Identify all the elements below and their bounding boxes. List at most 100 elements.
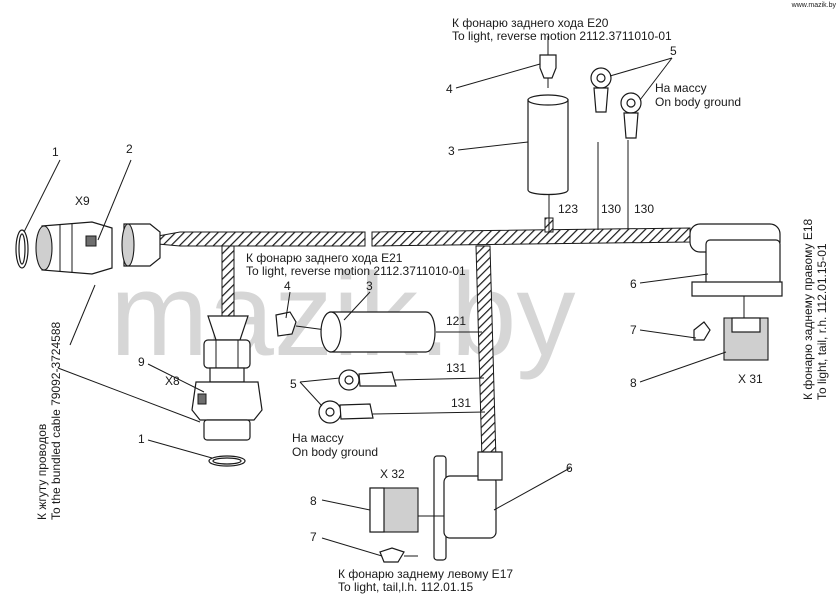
callout-1-bottom: 1 [138,432,145,446]
text-labels: К фонарю заднего хода Е20 To light, reve… [35,16,829,594]
wire-label-131a: 131 [446,361,466,375]
ring-terminal-a-crimp [593,87,609,113]
label-ground-mid-ru: На массу [292,431,344,445]
wire-label-123: 123 [558,202,578,216]
lamp-e20-parts [527,54,642,196]
callout-5-top: 5 [670,44,677,58]
callout-3-top: 3 [448,144,455,158]
sleeve-top-rim [527,94,569,106]
sleeve-mid [329,311,436,353]
leader-7-right [639,329,697,339]
leader-5-mid-a [299,377,341,383]
ring-terminal-c-hole [344,375,354,385]
leader-2-top [97,159,132,241]
callout-8-bottom: 8 [310,494,317,508]
callout-6-right: 6 [630,277,637,291]
branch-x8 [221,245,235,317]
trunk-right-segment [371,227,691,247]
leader-4-mid [285,291,291,319]
bottom-terminal [379,547,405,563]
ring-terminal-c-crimp [358,371,397,387]
wire-label-121: 121 [446,314,466,328]
label-e20-en: To light, reverse motion 2112.3711010-01 [452,29,672,43]
label-ground-top-en: On body ground [655,95,741,109]
label-bundle-en: To the bundled cable 79092-3724588 [49,322,63,520]
x8-latch [197,393,207,405]
x8-top-nut [203,339,251,369]
callout-7-bottom: 7 [310,530,317,544]
top-wires: 123 130 130 [548,140,654,232]
watermark-url: www.mazik.by [791,2,837,9]
leader-bundle-a [69,284,96,346]
callout-numbers: 1 2 3 4 5 6 7 8 4 3 9 5 1 6 8 7 [52,44,677,544]
leader-6-bottom [493,467,571,511]
right-flange [691,281,783,297]
leader-bundle-b [57,367,201,423]
callout-2-top: 2 [126,142,133,156]
leader-lines [23,36,727,557]
lamp-e17-parts: X 32 [369,451,503,563]
trunk-left-segment [157,231,366,247]
wire-label-130a: 130 [601,202,621,216]
sleeve-mid-rim [320,311,342,353]
right-terminal [693,321,711,341]
terminal-mid [275,311,297,337]
ring-terminal-b-hole [626,98,636,108]
connector-x9: X9 [15,194,161,275]
wire-label-131b: 131 [451,396,471,410]
callout-7-right: 7 [630,323,637,337]
label-e18-en: To light, tail, r.h. 112.01.15-01 [815,243,829,400]
ring-terminal-a-hole [596,73,606,83]
mid-wires: 121 131 131 [371,314,486,415]
leader-3-mid [343,291,371,321]
terminal-top [539,54,557,79]
label-e21-en: To light, reverse motion 2112.3711010-01 [246,264,466,278]
label-e21-ru: К фонарю заднего хода Е21 [246,251,403,265]
leader-7-bottom [321,537,383,557]
label-e20-ru: К фонарю заднего хода Е20 [452,16,609,30]
leader-8-bottom [321,499,371,511]
callout-3-mid: 3 [366,279,373,293]
leader-4-top [455,63,541,89]
lamp-e18-parts: X 31 [689,223,783,386]
callout-4-top: 4 [446,82,453,96]
sleeve-top [527,99,569,196]
callout-1-top: 1 [52,145,59,159]
wire-label-130b: 130 [634,202,654,216]
leader-5-mid-b [299,381,323,407]
connector-label-x32: X 32 [380,467,405,481]
o-ring-top-inner [18,233,26,265]
label-e17-en: To light, tail,l.h. 112.01.15 [338,580,474,594]
bottom-boot [443,475,497,539]
bottom-boot-top [477,451,503,481]
callout-5-mid: 5 [290,377,297,391]
x9-socket-face [121,223,135,267]
callout-4-mid: 4 [284,279,291,293]
ring-terminal-b-crimp [623,112,639,139]
o-ring-bottom-inner [212,457,242,465]
lamp-e21-parts [275,311,436,424]
connector-label-x8: X8 [165,374,180,388]
leader-6-right [639,273,709,284]
x8-neck [209,367,245,383]
leader-3-top [457,141,529,151]
label-bundle-ru: К жгуту проводов [35,424,49,520]
callout-6-bottom: 6 [566,461,573,475]
leader-9 [147,363,205,393]
leader-5-top-b [639,57,673,101]
right-socket-cap [731,317,761,333]
leader-5-top-a [609,57,673,77]
x8-body [191,381,263,421]
leader-1-top [23,159,61,233]
leader-1-bottom [147,439,213,459]
ring-terminal-d-hole [325,407,335,417]
connector-label-x31: X 31 [738,372,763,386]
bottom-socket-cap [369,487,385,533]
connector-x8: X8 [165,315,263,467]
label-e17-ru: К фонарю заднему левому Е17 [338,567,513,581]
leader-8-right [639,351,727,383]
callout-9: 9 [138,355,145,369]
label-ground-mid-en: On body ground [292,445,378,459]
